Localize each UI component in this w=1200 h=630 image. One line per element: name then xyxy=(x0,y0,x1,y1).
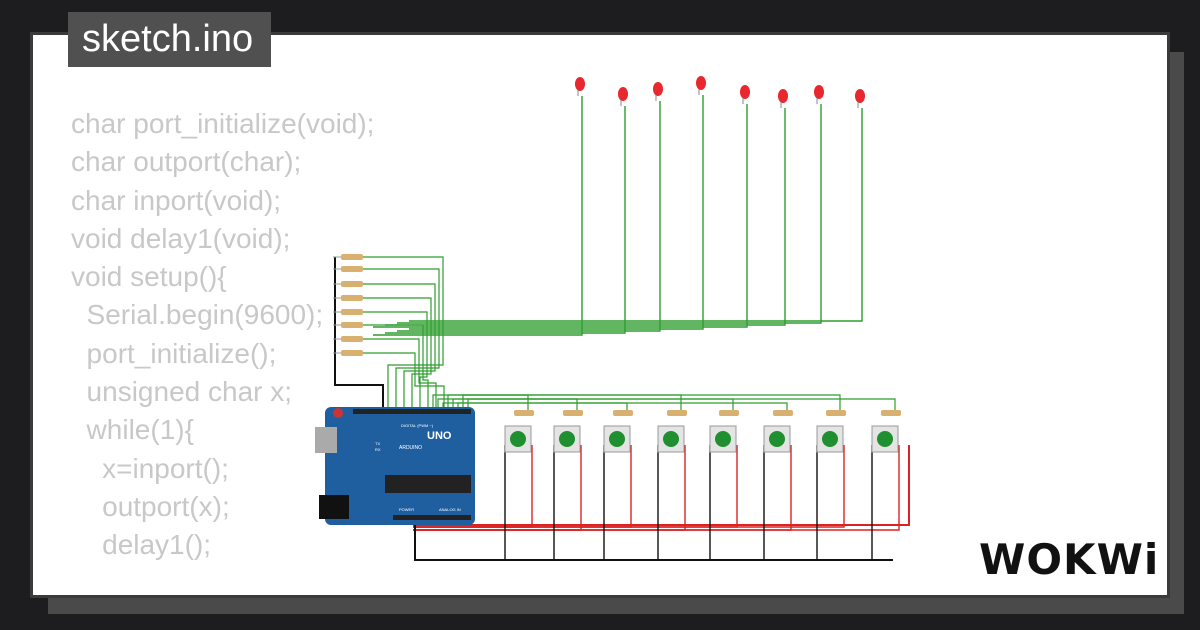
code-line: char inport(void); xyxy=(71,184,282,216)
green-wire xyxy=(397,101,661,332)
green-wire xyxy=(363,311,428,407)
green-wires xyxy=(363,95,896,413)
atmega-chip xyxy=(385,475,471,493)
green-wire xyxy=(363,352,445,407)
code-snippet: char port_initialize(void);char outport(… xyxy=(71,105,374,565)
green-wire xyxy=(467,398,896,413)
pushbutton-cap xyxy=(609,431,625,447)
resistor xyxy=(667,410,687,416)
green-wire xyxy=(363,338,437,407)
green-wire xyxy=(452,398,734,413)
pushbutton-cap xyxy=(510,431,526,447)
resistor xyxy=(719,410,739,416)
code-line: while(1){ xyxy=(71,414,194,446)
reset-button xyxy=(333,408,343,418)
code-line: Serial.begin(9600); xyxy=(71,299,324,331)
resistor xyxy=(341,281,363,287)
digital-label: DIGITAL (PWM ~) xyxy=(401,423,434,428)
code-line: delay1(); xyxy=(71,529,212,561)
green-wire xyxy=(409,108,863,322)
green-wire xyxy=(462,394,841,413)
power-label: POWER xyxy=(399,507,414,512)
resistor xyxy=(514,410,534,416)
pushbutton-body xyxy=(553,425,581,453)
led-red xyxy=(855,89,865,103)
resistor xyxy=(341,266,363,272)
resistor xyxy=(341,254,363,260)
circuit-diagram: UNO ARDUINO DIGITAL (PWM ~) ANALOG IN PO… xyxy=(315,76,910,561)
black-wires xyxy=(334,257,893,561)
analog-label: ANALOG IN xyxy=(439,507,461,512)
green-wire xyxy=(385,108,786,326)
pushbutton-cap xyxy=(715,431,731,447)
green-wire xyxy=(373,96,583,336)
resistor xyxy=(341,295,363,301)
pushbutton-cap xyxy=(663,431,679,447)
green-wire xyxy=(397,104,822,324)
resistor xyxy=(881,410,901,416)
led-red xyxy=(575,77,585,91)
pushbutton-cap xyxy=(822,431,838,447)
resistor xyxy=(563,410,583,416)
analog-header xyxy=(393,515,471,520)
code-line: outport(x); xyxy=(71,490,230,522)
black-wire xyxy=(415,445,818,561)
black-wire xyxy=(334,257,384,407)
resistor xyxy=(341,350,363,356)
code-line: unsigned char x; xyxy=(71,376,293,408)
tx-label: TX xyxy=(375,441,380,446)
pushbutton-body xyxy=(871,425,899,453)
led-red xyxy=(696,76,706,90)
code-line: char port_initialize(void); xyxy=(71,108,375,139)
red-wire xyxy=(413,445,910,526)
green-wire xyxy=(363,297,432,407)
board-brand: ARDUINO xyxy=(399,445,422,451)
resistor xyxy=(341,309,363,315)
board-logo: UNO xyxy=(427,430,452,442)
wokwi-logo: WOKWi xyxy=(979,535,1160,584)
code-line: void setup(){ xyxy=(71,261,227,293)
code-line: port_initialize(); xyxy=(71,337,277,369)
preview-card: char port_initialize(void);char outport(… xyxy=(30,32,1170,598)
resistor xyxy=(341,336,363,342)
led-red xyxy=(778,89,788,103)
green-wire xyxy=(409,95,704,330)
red-wire xyxy=(413,445,845,528)
led-red xyxy=(618,87,628,101)
green-wire xyxy=(373,104,748,328)
filename-tab: sketch.ino xyxy=(68,12,272,67)
pushbutton-group xyxy=(504,425,899,453)
resistor xyxy=(826,410,846,416)
green-wire xyxy=(385,106,626,334)
led-red xyxy=(653,82,663,96)
led-red xyxy=(740,85,750,99)
rx-label: RX xyxy=(375,447,381,452)
black-wire xyxy=(415,445,873,561)
digital-header xyxy=(353,409,471,414)
red-wires xyxy=(413,445,910,531)
green-wire xyxy=(363,283,436,407)
green-wire xyxy=(457,402,788,413)
green-wire xyxy=(363,256,444,407)
led-red xyxy=(814,85,824,99)
pushbutton-cap xyxy=(877,431,893,447)
green-wire xyxy=(363,324,429,407)
led-group xyxy=(575,76,865,108)
green-wire xyxy=(363,268,440,407)
code-line: void delay1(void); xyxy=(71,222,291,254)
arduino-uno-board: UNO ARDUINO DIGITAL (PWM ~) ANALOG IN PO… xyxy=(315,407,475,525)
black-wire xyxy=(414,525,893,561)
resistor xyxy=(613,410,633,416)
pushbutton-cap xyxy=(769,431,785,447)
resistor xyxy=(773,410,793,416)
resistor xyxy=(341,322,363,328)
code-line: char outport(char); xyxy=(71,146,302,178)
code-line: x=inport(); xyxy=(71,452,229,484)
usb-port xyxy=(315,427,337,453)
resistor-group xyxy=(333,254,901,416)
power-jack xyxy=(319,495,349,519)
pushbutton-cap xyxy=(559,431,575,447)
red-wire xyxy=(413,445,900,531)
